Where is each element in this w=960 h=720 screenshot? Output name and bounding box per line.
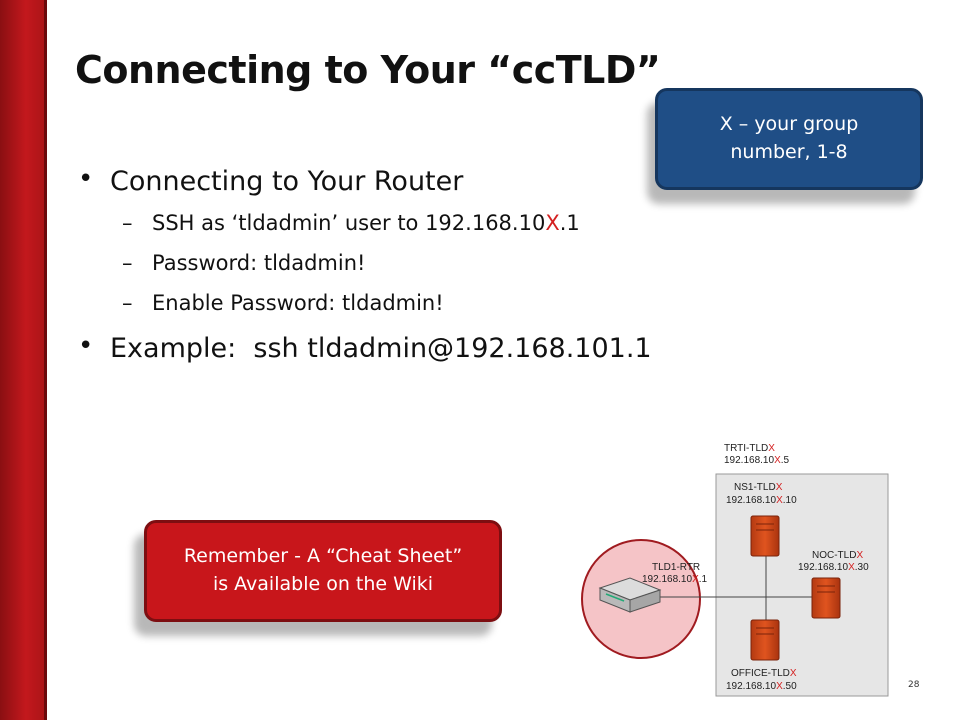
office-ip-label: 192.168.10X.50 [726,681,797,692]
bullet-list: • Connecting to Your Router – SSH as ‘tl… [78,164,738,378]
server-container-box [715,473,889,697]
ns1-name-label: NS1-TLDX [734,482,783,493]
subitem-ssh: – SSH as ‘tldadmin’ user to 192.168.10X.… [122,211,580,235]
subitem-enable-password: – Enable Password: tldadmin! [122,291,444,315]
container-name-label: TRTI-TLDX [724,443,775,454]
container-ip-label: 192.168.10X.5 [724,455,790,466]
router-ip-label: 192.168.10X.1 [642,574,708,585]
ns1-ip-label: 192.168.10X.10 [726,495,797,506]
server-icon-ns1 [750,515,780,557]
dash-marker: – [122,211,133,235]
server-icon-office [750,619,780,661]
page-number: 28 [908,680,920,690]
noc-name-label: NOC-TLDX [812,550,863,561]
cheat-sheet-callout: Remember - A “Cheat Sheet” is Available … [144,520,502,622]
bullet-connecting-router: • Connecting to Your Router [78,164,464,197]
server-icon-noc [811,577,841,619]
network-diagram: TRTI-TLDX 192.168.10X.5 NS1-TLDX 192.168… [581,443,889,697]
dash-marker: – [122,291,133,315]
bullet-dot: • [78,331,94,361]
bullet-dot: • [78,164,94,194]
bullet-example: • Example: ssh tldadmin@192.168.101.1 [78,331,652,364]
group-number-callout: X – your group number, 1-8 [655,88,923,190]
left-accent-bar [0,0,47,720]
router-name-label: TLD1-RTR [652,562,700,573]
subitem-password: – Password: tldadmin! [122,251,366,275]
dash-marker: – [122,251,133,275]
slide-title: Connecting to Your “ccTLD” [75,48,661,92]
group-x-marker: X [545,211,560,235]
office-name-label: OFFICE-TLDX [731,668,797,679]
router-icon [598,577,662,613]
noc-ip-label: 192.168.10X.30 [798,562,869,573]
